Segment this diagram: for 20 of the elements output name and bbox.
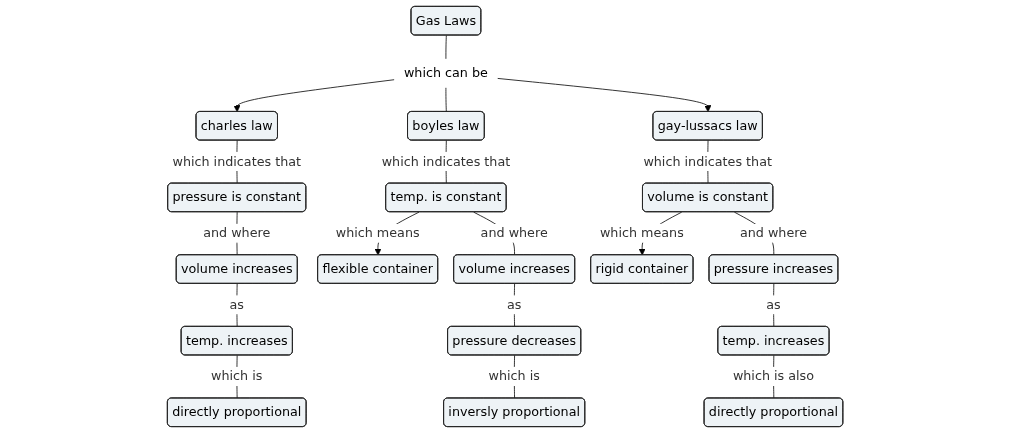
edge-label: which indicates that	[643, 153, 773, 169]
edge-label: and where	[203, 225, 271, 241]
edge-label: which is	[211, 368, 263, 384]
edge-label: as	[507, 296, 522, 312]
edge-label: which indicates that	[172, 153, 302, 169]
connector	[773, 283, 775, 328]
edge-label: which means	[600, 225, 685, 241]
connector	[445, 35, 448, 60]
connector	[514, 283, 516, 328]
edge-label: which is	[488, 368, 541, 384]
edge-label: as	[766, 296, 782, 312]
edge-label: and where	[740, 225, 808, 241]
edge-label: which is also	[733, 368, 815, 384]
edge-label: and where	[481, 225, 549, 241]
node-text: which can be	[404, 65, 489, 81]
edge-label: which means	[336, 225, 420, 241]
edge-label: which indicates that	[382, 153, 511, 169]
edge-label: as	[229, 296, 245, 312]
connector	[445, 87, 448, 113]
connector	[236, 283, 238, 328]
